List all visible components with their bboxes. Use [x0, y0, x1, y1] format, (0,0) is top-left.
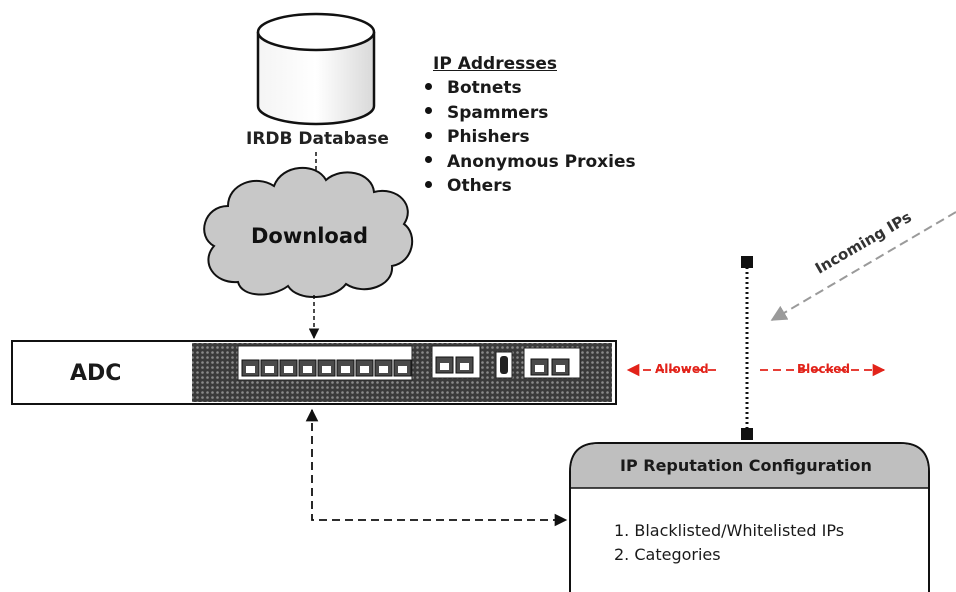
port-socket [398, 366, 407, 373]
list-item: Spammers [425, 101, 636, 126]
list-item: Phishers [425, 125, 636, 150]
ip-addresses-heading: IP Addresses [433, 54, 557, 74]
port-socket [556, 365, 565, 372]
port-socket [440, 363, 449, 370]
list-item: Others [425, 174, 636, 199]
adc-label: ADC [70, 361, 122, 386]
port-socket [265, 366, 274, 373]
list-item: 1. Blacklisted/Whitelisted IPs [614, 521, 845, 540]
download-cloud-icon [203, 166, 414, 299]
port-socket [284, 366, 293, 373]
filter-line [741, 256, 753, 440]
database-label: IRDB Database [246, 129, 389, 149]
config-title: IP Reputation Configuration [620, 456, 872, 475]
allowed-label: Allowed [655, 362, 709, 376]
port-socket [322, 366, 331, 373]
bullet-icon [425, 131, 432, 139]
adc-to-config-arrow [305, 408, 568, 527]
port-socket [535, 365, 544, 372]
list-item: Botnets [425, 76, 636, 101]
download-label: Download [251, 224, 369, 248]
config-list: 1. Blacklisted/Whitelisted IPs 2. Catego… [614, 519, 844, 567]
port-socket [341, 366, 350, 373]
port-socket [246, 366, 255, 373]
blocked-label: Blocked [797, 362, 851, 376]
port-socket [303, 366, 312, 373]
database-cylinder-icon [256, 12, 376, 126]
bullet-icon [425, 107, 432, 114]
network-ports [241, 356, 570, 377]
adc-appliance [11, 340, 617, 405]
port-socket [460, 363, 469, 370]
bullet-icon [425, 82, 432, 90]
list-item: Anonymous Proxies [425, 150, 636, 175]
bullet-icon [425, 156, 432, 163]
incoming-ips-arrow [770, 211, 956, 321]
list-item: 2. Categories [614, 545, 721, 564]
config-box [569, 442, 930, 592]
ip-addresses-list: Botnets Spammers Phishers Anonymous Prox… [425, 76, 636, 199]
port-socket [379, 366, 388, 373]
port-socket [360, 366, 369, 373]
bullet-icon [425, 180, 432, 188]
console-port [500, 356, 508, 374]
